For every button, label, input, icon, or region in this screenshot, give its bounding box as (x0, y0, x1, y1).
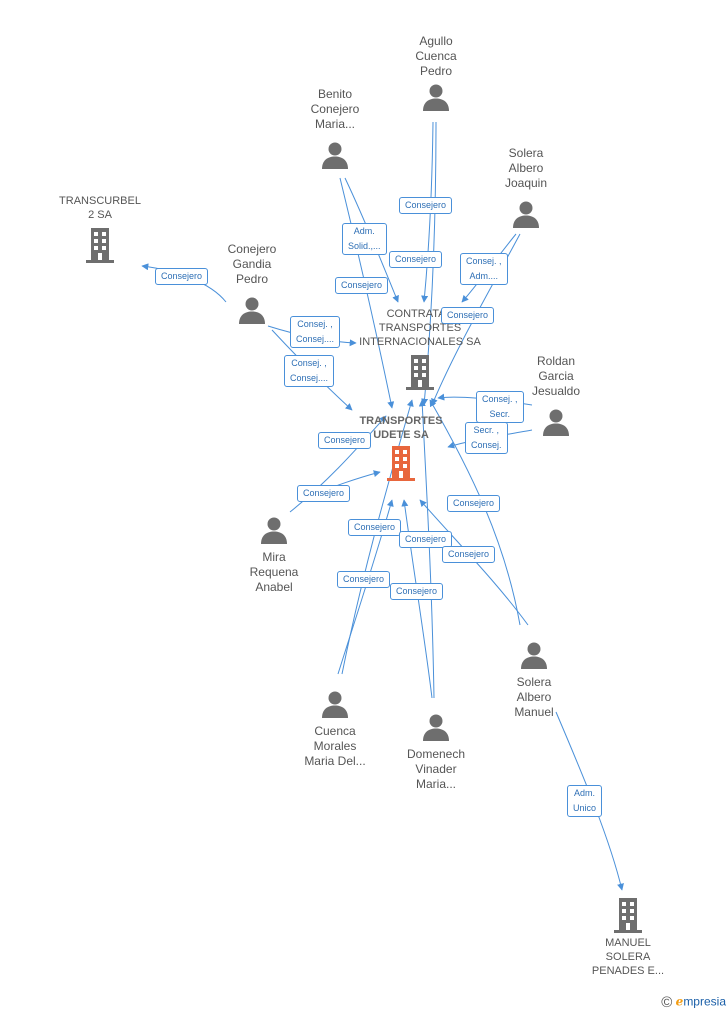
node-label: Cuenca Morales Maria Del... (304, 724, 366, 768)
brand-footer[interactable]: © empresia (661, 994, 726, 1011)
building-icon (614, 898, 642, 933)
node-transcurbel[interactable]: TRANSCURBEL 2 SA (50, 194, 150, 264)
role-badge[interactable]: Consej. , Secr. (476, 391, 524, 423)
copyright-icon: © (661, 994, 673, 1011)
edge-cuenca-contratac (341, 399, 414, 675)
role-badge[interactable]: Consej. , Consej.... (290, 316, 341, 348)
role-badge[interactable]: Secr. , Consej. (465, 422, 508, 454)
role-badge[interactable]: Consejero (155, 268, 209, 285)
role-badge[interactable]: Consej. , Consej.... (284, 355, 335, 387)
role-badge[interactable]: Consejero (335, 277, 389, 294)
role-badge[interactable]: Consejero (318, 432, 372, 449)
person-icon (261, 517, 287, 544)
edge-benito-udete (339, 177, 395, 409)
node-mira[interactable]: Mira Requena Anabel (234, 516, 314, 595)
role-badge[interactable]: Consejero (399, 531, 453, 548)
node-label: TRANSPORTES UDETE SA (359, 415, 443, 441)
role-badge[interactable]: Adm. Solid.,... (342, 223, 387, 255)
edge-agullo-contratac (421, 121, 434, 303)
role-badge[interactable]: Consejero (399, 197, 453, 214)
person-icon (239, 297, 265, 324)
node-label: Benito Conejero Maria... (310, 87, 360, 131)
role-badge[interactable]: Consejero (442, 546, 496, 563)
role-badge[interactable]: Adm. Unico (567, 785, 603, 817)
node-label: Conejero Gandia Pedro (227, 242, 277, 286)
person-icon (423, 84, 449, 111)
person-icon (521, 642, 547, 669)
role-badge[interactable]: Consejero (337, 571, 391, 588)
node-domenech[interactable]: Domenech Vinader Maria... (394, 713, 478, 792)
person-icon (543, 409, 569, 436)
node-agullo[interactable]: Agullo Cuenca Pedro (396, 34, 476, 111)
building-icon (406, 355, 434, 390)
node-transportes-udete[interactable]: TRANSPORTES UDETE SA (336, 414, 466, 482)
role-badge[interactable]: Consejero (389, 251, 443, 268)
node-label: MANUEL SOLERA PENADES E... (591, 937, 665, 977)
node-label: Agullo Cuenca Pedro (415, 34, 457, 78)
node-solera-joaquin[interactable]: Solera Albero Joaquin (486, 146, 566, 228)
building-icon (387, 446, 415, 481)
node-label: Solera Albero Joaquin (504, 146, 548, 190)
person-icon (322, 142, 348, 169)
role-badge[interactable]: Consejero (447, 495, 501, 512)
brand-logo-e: e (675, 994, 684, 1009)
node-conejero-gandia[interactable]: Conejero Gandia Pedro (212, 242, 292, 324)
brand-logo-text: mpresia (683, 994, 726, 1009)
node-label: Mira Requena Anabel (249, 550, 299, 594)
node-label: Roldan Garcia Jesualdo (531, 354, 581, 398)
role-badge[interactable]: Consejero (390, 583, 444, 600)
node-manuel-solera-penades[interactable]: MANUEL SOLERA PENADES E... (578, 896, 678, 978)
role-badge[interactable]: Consejero (348, 519, 402, 536)
node-roldan[interactable]: Roldan Garcia Jesualdo (516, 354, 596, 436)
role-badge[interactable]: Consej. , Adm.... (460, 253, 508, 285)
node-solera-manuel[interactable]: Solera Albero Manuel (494, 641, 574, 720)
building-icon (86, 228, 114, 263)
node-label: TRANSCURBEL 2 SA (59, 195, 141, 221)
person-icon (513, 201, 539, 228)
node-benito[interactable]: Benito Conejero Maria... (292, 87, 378, 169)
person-icon (423, 714, 449, 741)
role-badge[interactable]: Consejero (441, 307, 495, 324)
node-label: Solera Albero Manuel (514, 675, 554, 719)
node-contratac[interactable]: CONTRATAC TRANSPORTES INTERNACIONALES SA (350, 307, 490, 391)
node-label: CONTRATAC TRANSPORTES INTERNACIONALES SA (359, 308, 481, 348)
node-label: Domenech Vinader Maria... (406, 747, 466, 791)
person-icon (322, 691, 348, 718)
node-cuenca-morales[interactable]: Cuenca Morales Maria Del... (290, 690, 380, 769)
role-badge[interactable]: Consejero (297, 485, 351, 502)
